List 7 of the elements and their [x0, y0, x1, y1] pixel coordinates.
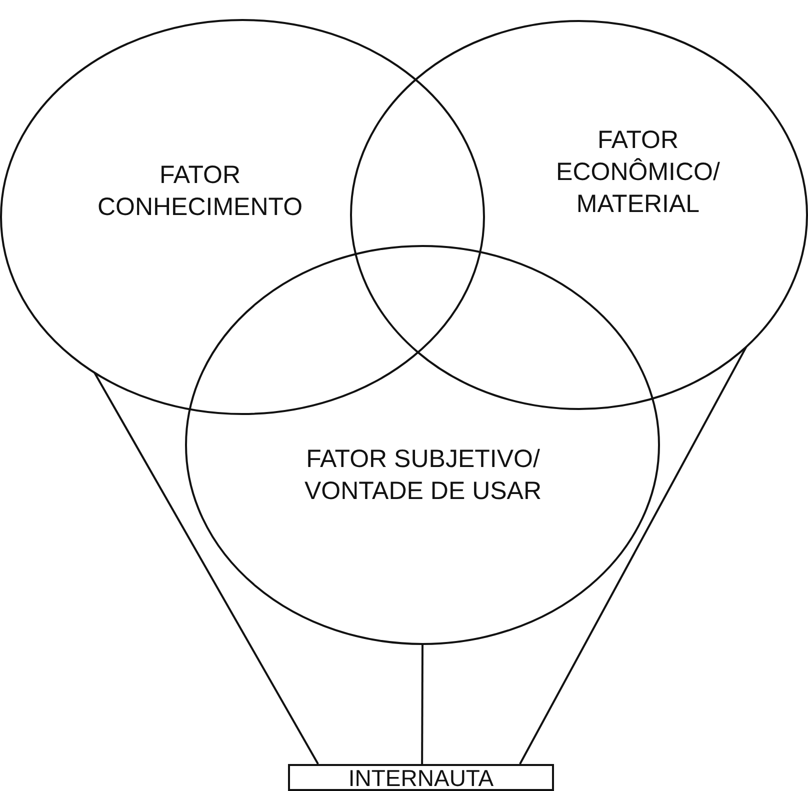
- connector-line: [94, 372, 319, 764]
- text-box: INTERNAUTA: [288, 764, 554, 791]
- circle-label: FATOR ECONÔMICO/ MATERIAL: [555, 125, 721, 220]
- circle-label: FATOR CONHECIMENTO: [96, 160, 304, 223]
- connector-line: [519, 346, 748, 764]
- connector-line: [421, 644, 424, 764]
- circle-label: FATOR SUBJETIVO/ VONTADE DE USAR: [303, 444, 543, 507]
